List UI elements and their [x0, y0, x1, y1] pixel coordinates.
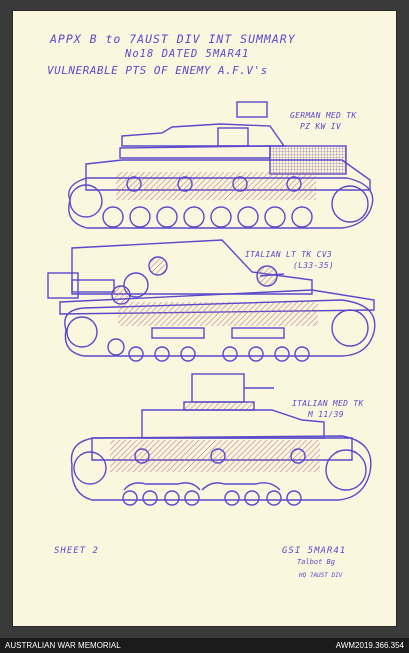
sheet-number: SHEET 2 — [54, 546, 99, 556]
italian-med-tank-drawing — [70, 373, 372, 506]
document-sheet: APPX B to 7AUST DIV INT SUMMARY No18 DAT… — [12, 10, 397, 627]
italian-light-tank-drawing — [47, 239, 376, 362]
german-med-tank-drawing — [68, 101, 374, 229]
footer-right-text: AWM2019.366.354 — [335, 641, 404, 650]
footer-left-text: AUSTRALIAN WAR MEMORIAL — [5, 641, 121, 650]
tank-1-label-top: GERMAN MED TK — [290, 111, 357, 120]
header-line-3: VULNERABLE PTS OF ENEMY A.F.V's — [47, 64, 268, 77]
gsi-stamp: GSI 5MAR41 — [282, 546, 347, 556]
header-line-1: APPX B to 7AUST DIV INT SUMMARY — [50, 32, 296, 46]
tank-3-label-bottom: M 11/39 — [308, 410, 344, 419]
tank-2-label-bottom: (L33-35) — [293, 261, 334, 270]
signature: Talbot Bg — [297, 558, 335, 566]
header-line-2: No18 DATED 5MAR41 — [125, 48, 250, 60]
footer-bar: AUSTRALIAN WAR MEMORIAL AWM2019.366.354 — [0, 638, 409, 653]
tank-1-label-bottom: PZ KW IV — [300, 122, 341, 131]
signature-unit: HQ 7AUST DIV — [299, 572, 343, 579]
tank-drawings — [47, 101, 376, 506]
tank-3-label-top: ITALIAN MED TK — [292, 399, 364, 408]
tank-2-label-top: ITALIAN LT TK CV3 — [245, 250, 332, 259]
